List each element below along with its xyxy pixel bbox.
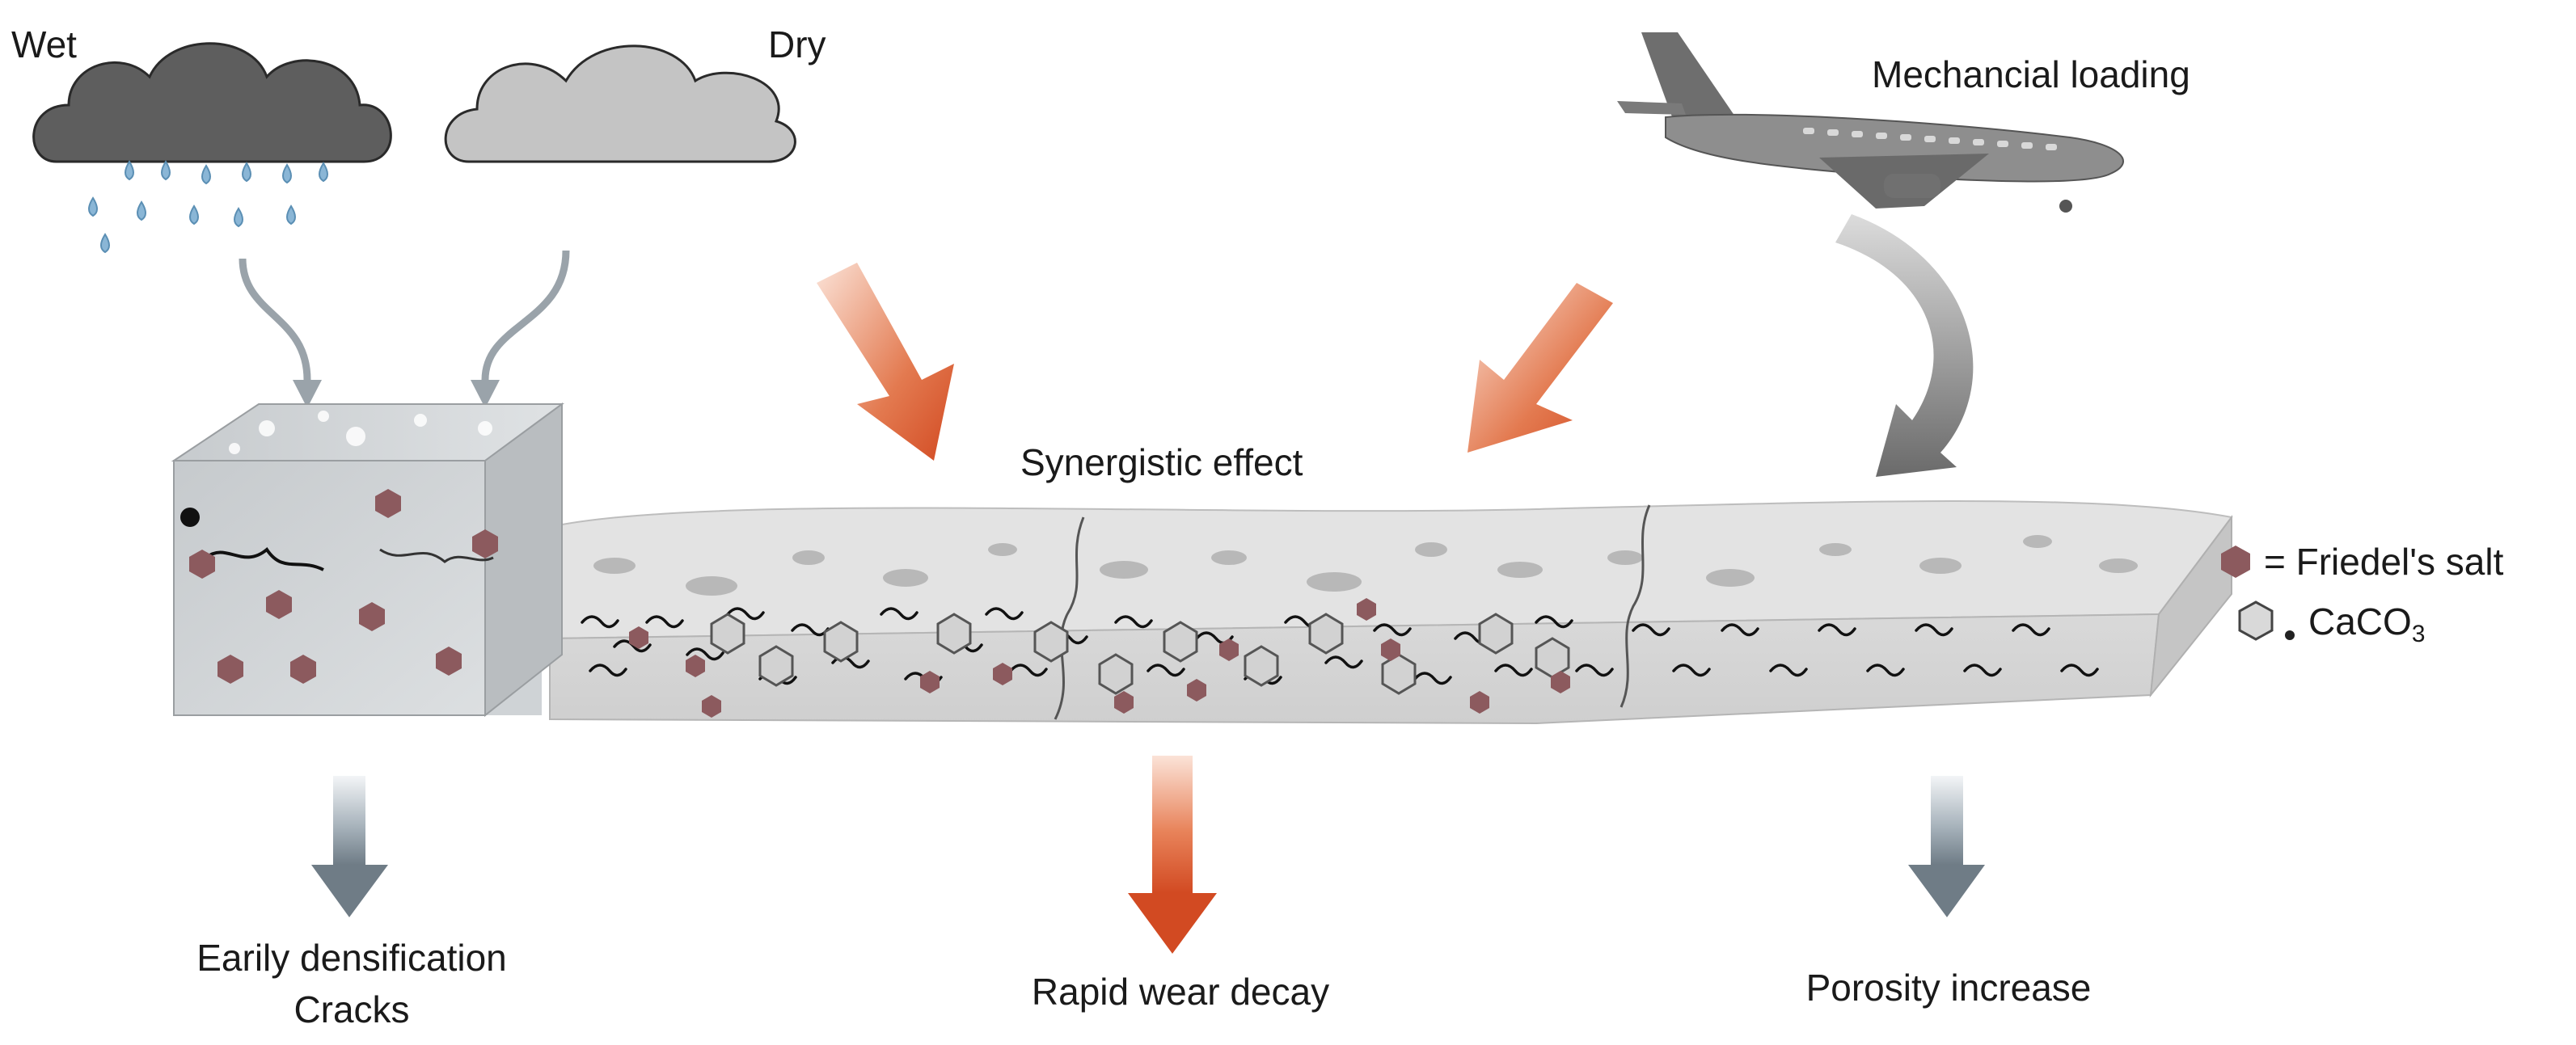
airplane-icon	[1617, 32, 2124, 213]
dry-label: Dry	[768, 23, 826, 65]
concrete-block	[171, 402, 565, 718]
arrow-early-densification	[311, 776, 388, 917]
hexagon-icon	[2238, 600, 2274, 641]
cloud-to-block-arrows	[239, 250, 570, 381]
mechanical-loading-label: Mechancial loading	[1872, 53, 2190, 95]
synergistic-effect-label: Synergistic effect	[1020, 441, 1303, 483]
arrow-porosity	[1908, 776, 1985, 917]
wear-marks	[581, 607, 2099, 685]
porosity-increase-label: Porosity increase	[1805, 967, 2092, 1009]
block-friedels-salt	[189, 489, 498, 684]
rapid-wear-decay-label: Rapid wear decay	[1031, 971, 1330, 1013]
legend-friedels-salt-label: = Friedel's salt	[2264, 541, 2504, 583]
legend-bullet	[2285, 630, 2295, 640]
wet-label: Wet	[11, 23, 77, 65]
dry-cloud-icon	[444, 44, 796, 163]
rain-drops	[88, 160, 328, 254]
cracks-label: Cracks	[293, 988, 410, 1030]
airplane-curved-arrow	[1835, 214, 1974, 477]
orange-arrow-left	[817, 263, 954, 461]
orange-arrow-right	[1467, 283, 1613, 453]
arrow-rapid-wear	[1128, 756, 1217, 954]
slab-friedels-salt	[629, 598, 1570, 718]
arrowhead-wet	[293, 380, 322, 408]
early-densification-label: Earily densification	[196, 937, 507, 979]
friedels-salt-icon	[2221, 546, 2250, 578]
concrete-slab	[548, 500, 2233, 725]
arrowhead-dry	[471, 380, 500, 408]
legend-caco3-label: CaCO3	[2308, 600, 2425, 648]
slab-caco3	[710, 613, 1570, 695]
caco3-text: CaCO	[2308, 600, 2412, 643]
wet-cloud-icon	[32, 42, 392, 163]
caco3-subscript: 3	[2411, 620, 2426, 647]
